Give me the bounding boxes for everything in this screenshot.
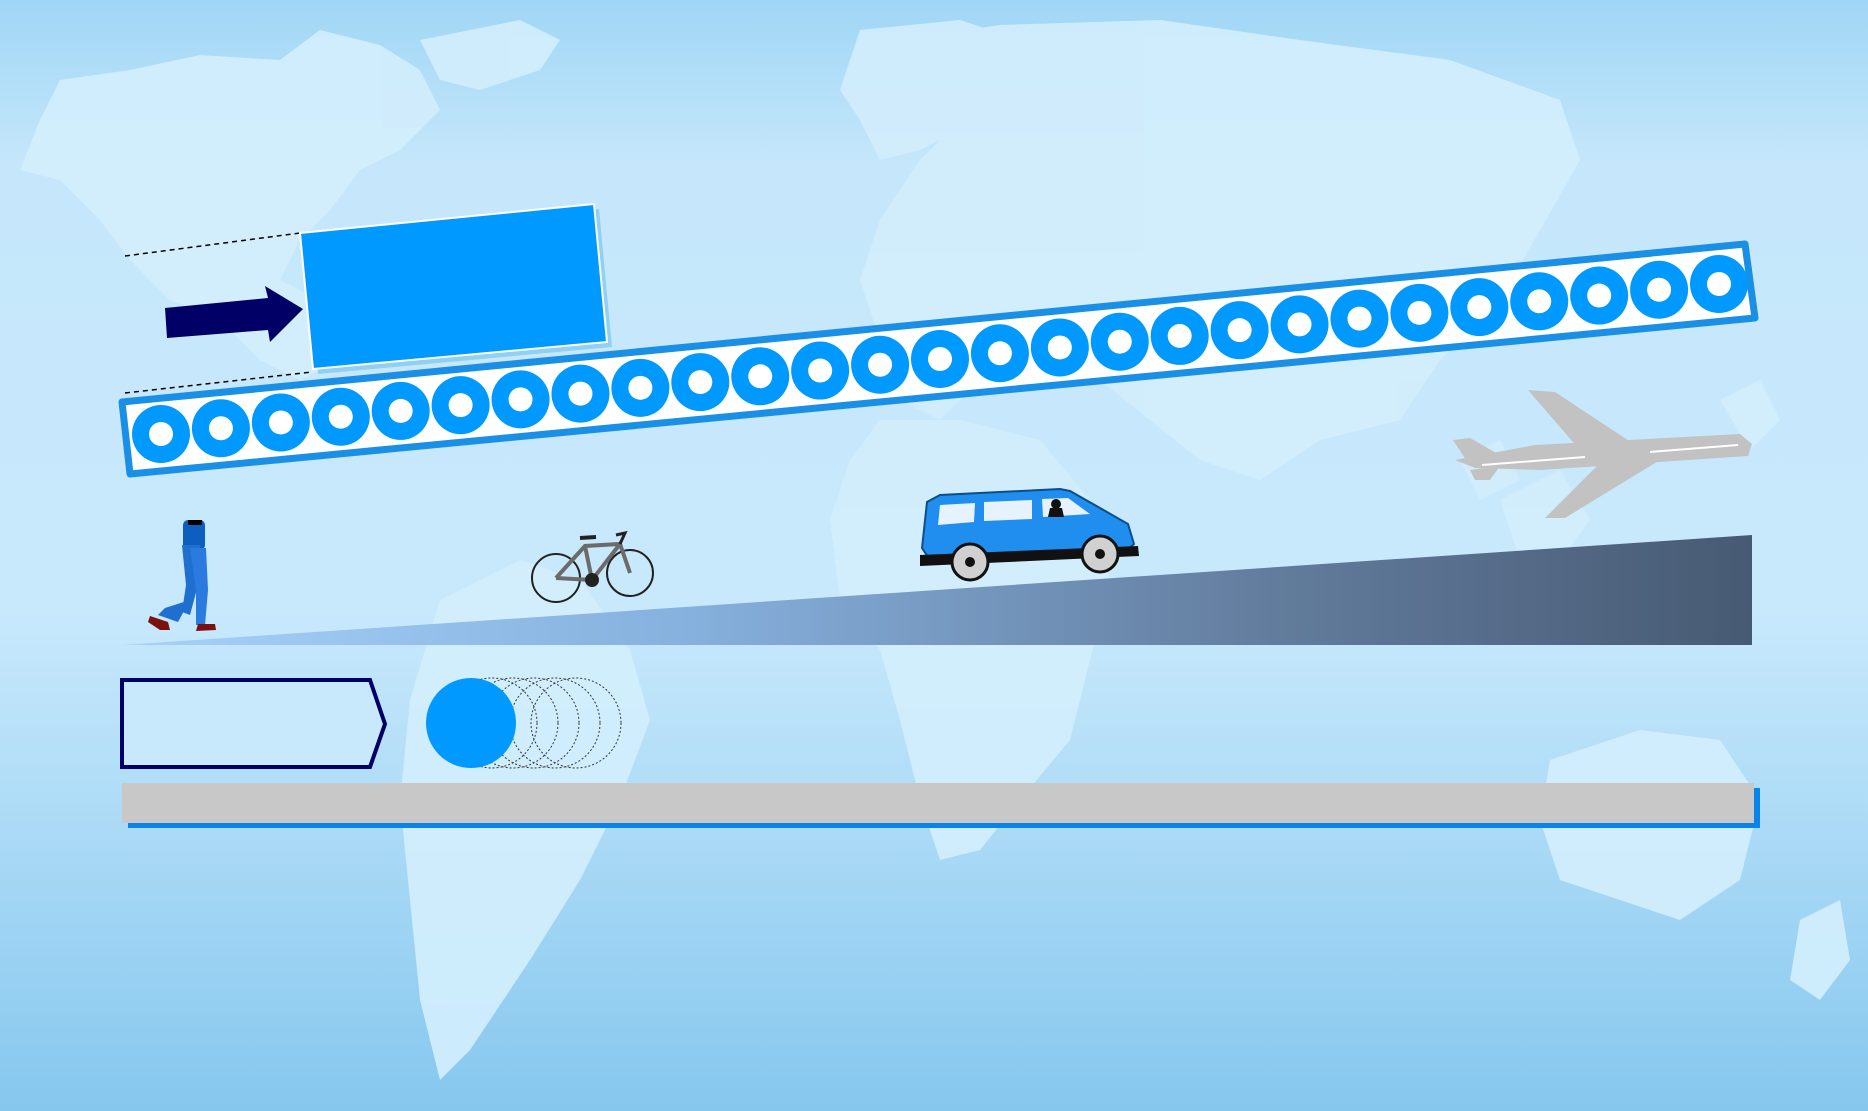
box-trail-line-bottom <box>124 371 313 394</box>
ground-bar <box>122 783 1760 828</box>
airplane-icon <box>1453 390 1752 518</box>
roller-hub <box>1407 300 1432 325</box>
roller-hub <box>1227 318 1252 343</box>
roller-hub <box>388 398 413 423</box>
minivan-icon <box>920 487 1139 582</box>
roller-hub <box>808 358 833 383</box>
roller-hub <box>1467 295 1492 320</box>
conveyor-rollers <box>132 255 1748 463</box>
roller-hub <box>928 347 952 371</box>
package-box <box>124 202 612 394</box>
ball <box>426 678 516 768</box>
roller-hub <box>268 410 293 435</box>
roller-hub <box>508 387 533 412</box>
ground-bar-body <box>122 783 1754 823</box>
roller-hub <box>1047 335 1072 360</box>
roller-hub <box>1107 329 1132 354</box>
roller-hub <box>987 341 1012 366</box>
roller-hub <box>1707 272 1731 296</box>
roller-hub <box>149 422 173 446</box>
right-arrow-icon <box>165 286 303 342</box>
bicycle-icon <box>531 530 654 603</box>
rolling-ball <box>426 677 622 769</box>
roller-hub <box>628 375 653 400</box>
roller-hub <box>208 416 233 441</box>
roller-hub <box>1167 323 1192 348</box>
roller-hub <box>1287 312 1312 337</box>
roller-hub <box>688 370 713 395</box>
roller-hub <box>1647 277 1672 302</box>
roller-hub <box>1347 306 1372 331</box>
roller-hub <box>1527 289 1552 314</box>
roller-hub <box>568 381 593 406</box>
roller-hub <box>868 352 893 377</box>
box-trail-line-top <box>124 232 301 257</box>
conveyor-belt <box>118 240 1759 478</box>
speed-ramp <box>122 535 1752 645</box>
box-body <box>298 202 609 371</box>
ghost-circle <box>530 677 622 769</box>
roller-hub <box>448 393 473 418</box>
walking-person-icon <box>148 520 216 631</box>
roller-hub <box>748 364 773 389</box>
roller-hub <box>328 404 353 429</box>
roller-hub <box>1587 283 1612 308</box>
label-arrow-shape <box>120 678 388 769</box>
